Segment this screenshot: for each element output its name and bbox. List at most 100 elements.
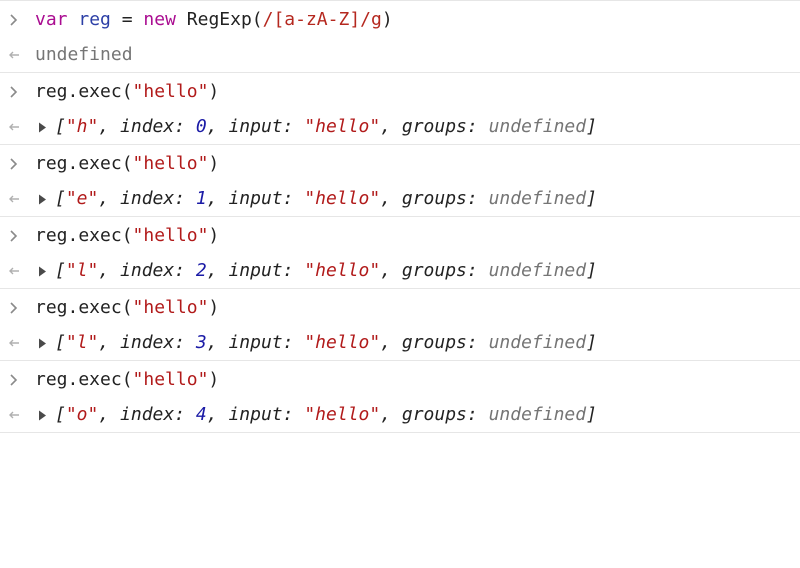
groups-label: groups:: [401, 116, 478, 137]
close-paren: ): [208, 297, 220, 318]
console-entry: reg.exec("hello") ["o", index: 4, input:…: [0, 361, 800, 433]
groups-label: groups:: [401, 188, 478, 209]
input-label: input:: [228, 404, 294, 425]
regex-literal: /[a-zA-Z]/g: [262, 9, 382, 30]
string-argument: "hello": [132, 369, 209, 390]
keyword-var: var: [35, 9, 68, 30]
input-value: "hello": [304, 116, 381, 137]
exec-call: reg.exec(: [35, 297, 133, 318]
exec-result[interactable]: ["h", index: 0, input: "hello", groups: …: [55, 116, 597, 137]
close-paren: ): [208, 153, 220, 174]
input-value: "hello": [304, 260, 381, 281]
chevron-right-icon: [6, 73, 22, 110]
exec-result[interactable]: ["l", index: 3, input: "hello", groups: …: [55, 332, 597, 353]
index-value: 0: [195, 116, 207, 137]
index-value: 2: [195, 260, 207, 281]
return-arrow-icon: [6, 38, 22, 72]
constructor-call: RegExp(: [186, 9, 263, 30]
triangle-right-icon[interactable]: [35, 398, 49, 432]
input-code: reg.exec("hello"): [35, 217, 219, 254]
console-input-line[interactable]: reg.exec("hello"): [0, 73, 800, 110]
input-label: input:: [228, 188, 294, 209]
console-output-line: undefined: [0, 38, 800, 72]
index-value: 3: [195, 332, 207, 353]
return-arrow-icon: [6, 254, 22, 288]
exec-call: reg.exec(: [35, 81, 133, 102]
index-label: index:: [120, 260, 186, 281]
console-output-line: ["l", index: 3, input: "hello", groups: …: [0, 326, 800, 360]
return-arrow-icon: [6, 110, 22, 144]
console-input-line[interactable]: reg.exec("hello"): [0, 289, 800, 326]
exec-result[interactable]: ["e", index: 1, input: "hello", groups: …: [55, 188, 597, 209]
match-value: "l": [65, 332, 99, 353]
triangle-right-icon[interactable]: [35, 254, 49, 288]
groups-value: undefined: [488, 260, 587, 281]
console-entry: reg.exec("hello") ["e", index: 1, input:…: [0, 145, 800, 217]
triangle-right-icon[interactable]: [35, 182, 49, 216]
groups-label: groups:: [401, 332, 478, 353]
close-paren: ): [208, 81, 220, 102]
console-entry: reg.exec("hello") ["l", index: 3, input:…: [0, 289, 800, 361]
keyword-new: new: [143, 9, 176, 30]
console-entry: reg.exec("hello") ["h", index: 0, input:…: [0, 73, 800, 145]
console-output-line: ["h", index: 0, input: "hello", groups: …: [0, 110, 800, 144]
console-output-line: ["o", index: 4, input: "hello", groups: …: [0, 398, 800, 432]
groups-value: undefined: [488, 188, 587, 209]
match-value: "e": [65, 188, 99, 209]
index-value: 1: [195, 188, 207, 209]
chevron-right-icon: [6, 289, 22, 326]
triangle-right-icon[interactable]: [35, 110, 49, 144]
console-input-line[interactable]: reg.exec("hello"): [0, 145, 800, 182]
input-label: input:: [228, 116, 294, 137]
chevron-right-icon: [6, 145, 22, 182]
input-value: "hello": [304, 188, 381, 209]
console-output-line: ["e", index: 1, input: "hello", groups: …: [0, 182, 800, 216]
console-entry: reg.exec("hello") ["l", index: 2, input:…: [0, 217, 800, 289]
close-paren: ): [208, 225, 220, 246]
exec-calls: reg.exec("hello") ["h", index: 0, input:…: [0, 73, 800, 433]
index-value: 4: [195, 404, 207, 425]
groups-label: groups:: [401, 260, 478, 281]
input-code: reg.exec("hello"): [35, 289, 219, 326]
input-code: reg.exec("hello"): [35, 361, 219, 398]
index-label: index:: [120, 188, 186, 209]
exec-call: reg.exec(: [35, 369, 133, 390]
exec-call: reg.exec(: [35, 153, 133, 174]
console-output-line: ["l", index: 2, input: "hello", groups: …: [0, 254, 800, 288]
groups-value: undefined: [488, 116, 587, 137]
match-value: "o": [65, 404, 99, 425]
return-arrow-icon: [6, 398, 22, 432]
variable-name: reg: [78, 9, 111, 30]
console-entry: var reg = new RegExp(/[a-zA-Z]/g) undefi…: [0, 0, 800, 73]
string-argument: "hello": [132, 297, 209, 318]
exec-result[interactable]: ["l", index: 2, input: "hello", groups: …: [55, 260, 597, 281]
console-input-line[interactable]: reg.exec("hello"): [0, 217, 800, 254]
triangle-right-icon[interactable]: [35, 326, 49, 360]
string-argument: "hello": [132, 153, 209, 174]
devtools-console: var reg = new RegExp(/[a-zA-Z]/g) undefi…: [0, 0, 800, 433]
return-arrow-icon: [6, 182, 22, 216]
chevron-right-icon: [6, 361, 22, 398]
string-argument: "hello": [132, 81, 209, 102]
string-argument: "hello": [132, 225, 209, 246]
input-value: "hello": [304, 404, 381, 425]
exec-result[interactable]: ["o", index: 4, input: "hello", groups: …: [55, 404, 597, 425]
groups-label: groups:: [401, 404, 478, 425]
output-value: undefined: [35, 44, 133, 65]
input-code: var reg = new RegExp(/[a-zA-Z]/g): [35, 1, 393, 38]
console-input-line[interactable]: reg.exec("hello"): [0, 361, 800, 398]
match-value: "l": [65, 260, 99, 281]
index-label: index:: [120, 332, 186, 353]
return-arrow-icon: [6, 326, 22, 360]
console-input-line[interactable]: var reg = new RegExp(/[a-zA-Z]/g): [0, 1, 800, 38]
input-code: reg.exec("hello"): [35, 73, 219, 110]
input-value: "hello": [304, 332, 381, 353]
close-paren: ): [381, 9, 393, 30]
input-label: input:: [228, 332, 294, 353]
input-code: reg.exec("hello"): [35, 145, 219, 182]
index-label: index:: [120, 404, 186, 425]
groups-value: undefined: [488, 332, 587, 353]
chevron-right-icon: [6, 1, 22, 38]
groups-value: undefined: [488, 404, 587, 425]
match-value: "h": [65, 116, 99, 137]
